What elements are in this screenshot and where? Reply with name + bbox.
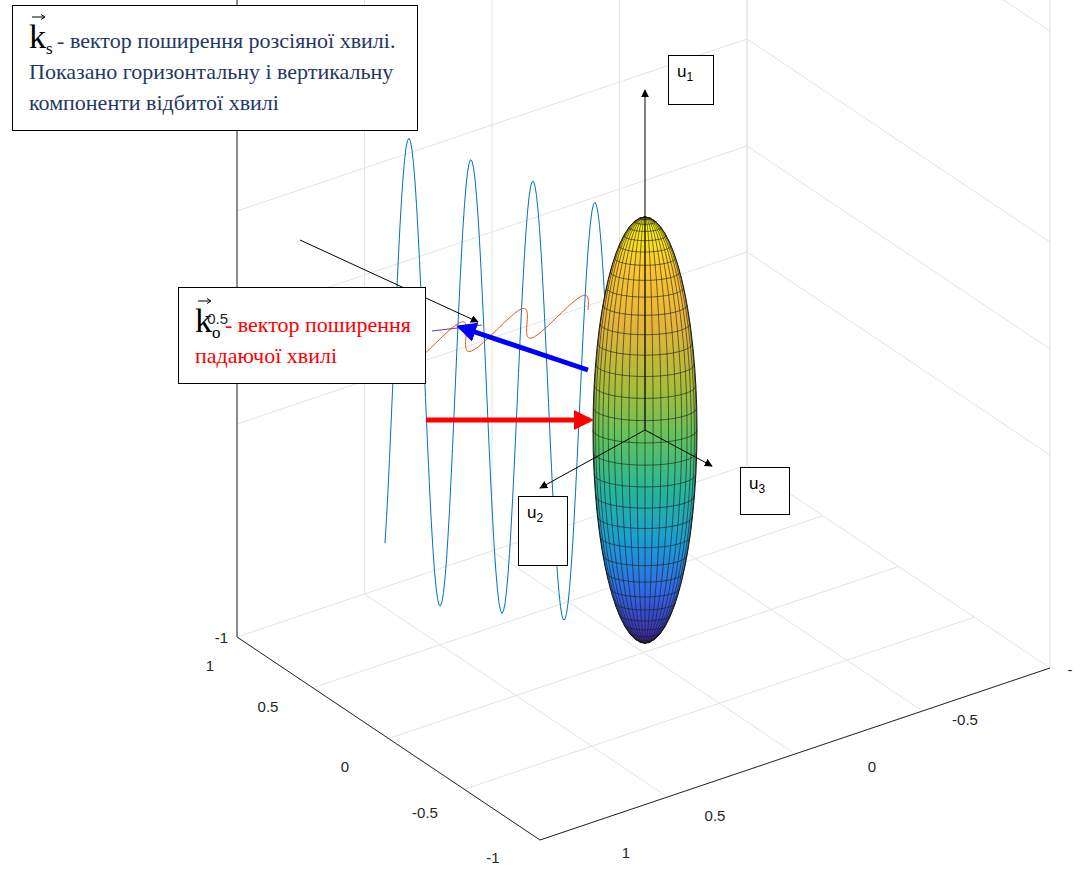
callout-box: ko - вектор поширення падаючої хвилі bbox=[178, 287, 426, 384]
tick-label: 0 bbox=[341, 758, 349, 775]
axis-name: u bbox=[749, 474, 758, 493]
tick-label: -0.5 bbox=[412, 804, 438, 821]
axis-subscript: 3 bbox=[758, 482, 765, 496]
axis-name: u bbox=[677, 62, 686, 81]
vector-symbol: ks bbox=[29, 20, 53, 54]
u3-axis-arrow bbox=[645, 430, 712, 466]
tick-label: 0.5 bbox=[258, 698, 279, 715]
u2-axis-arrow bbox=[540, 430, 645, 488]
axis-subscript: 1 bbox=[686, 70, 693, 84]
vector-letter: k bbox=[29, 18, 46, 55]
incident-wave-vector bbox=[426, 418, 590, 423]
scattered-wave bbox=[405, 295, 589, 365]
callout-box: ks - вектор поширення розсіяної хвилі. П… bbox=[12, 5, 418, 131]
tick-label: 0.5 bbox=[207, 310, 228, 327]
vector-subscript: s bbox=[46, 39, 53, 58]
axis-label-box: u1 bbox=[668, 55, 714, 105]
tick-label: 0 bbox=[868, 758, 876, 775]
tick-label: 1 bbox=[622, 844, 630, 861]
callout-text: - вектор поширення розсіяної хвилі. Пока… bbox=[29, 28, 395, 115]
tick-label: -0.5 bbox=[952, 711, 978, 728]
tick-label: 1 bbox=[206, 657, 214, 674]
tick-label: 0.5 bbox=[705, 807, 726, 824]
axis-label-box: u2 bbox=[518, 496, 568, 566]
u1-axis-arrow bbox=[645, 90, 646, 430]
axis-label-box: u3 bbox=[740, 467, 790, 515]
tick-label: -1 bbox=[486, 849, 499, 866]
scattered-wave-vector bbox=[460, 327, 588, 370]
axis-name: u bbox=[527, 503, 536, 522]
tick-label: -1 bbox=[215, 629, 228, 646]
tick-label: - bbox=[1068, 661, 1073, 678]
axis-subscript: 2 bbox=[536, 511, 543, 525]
